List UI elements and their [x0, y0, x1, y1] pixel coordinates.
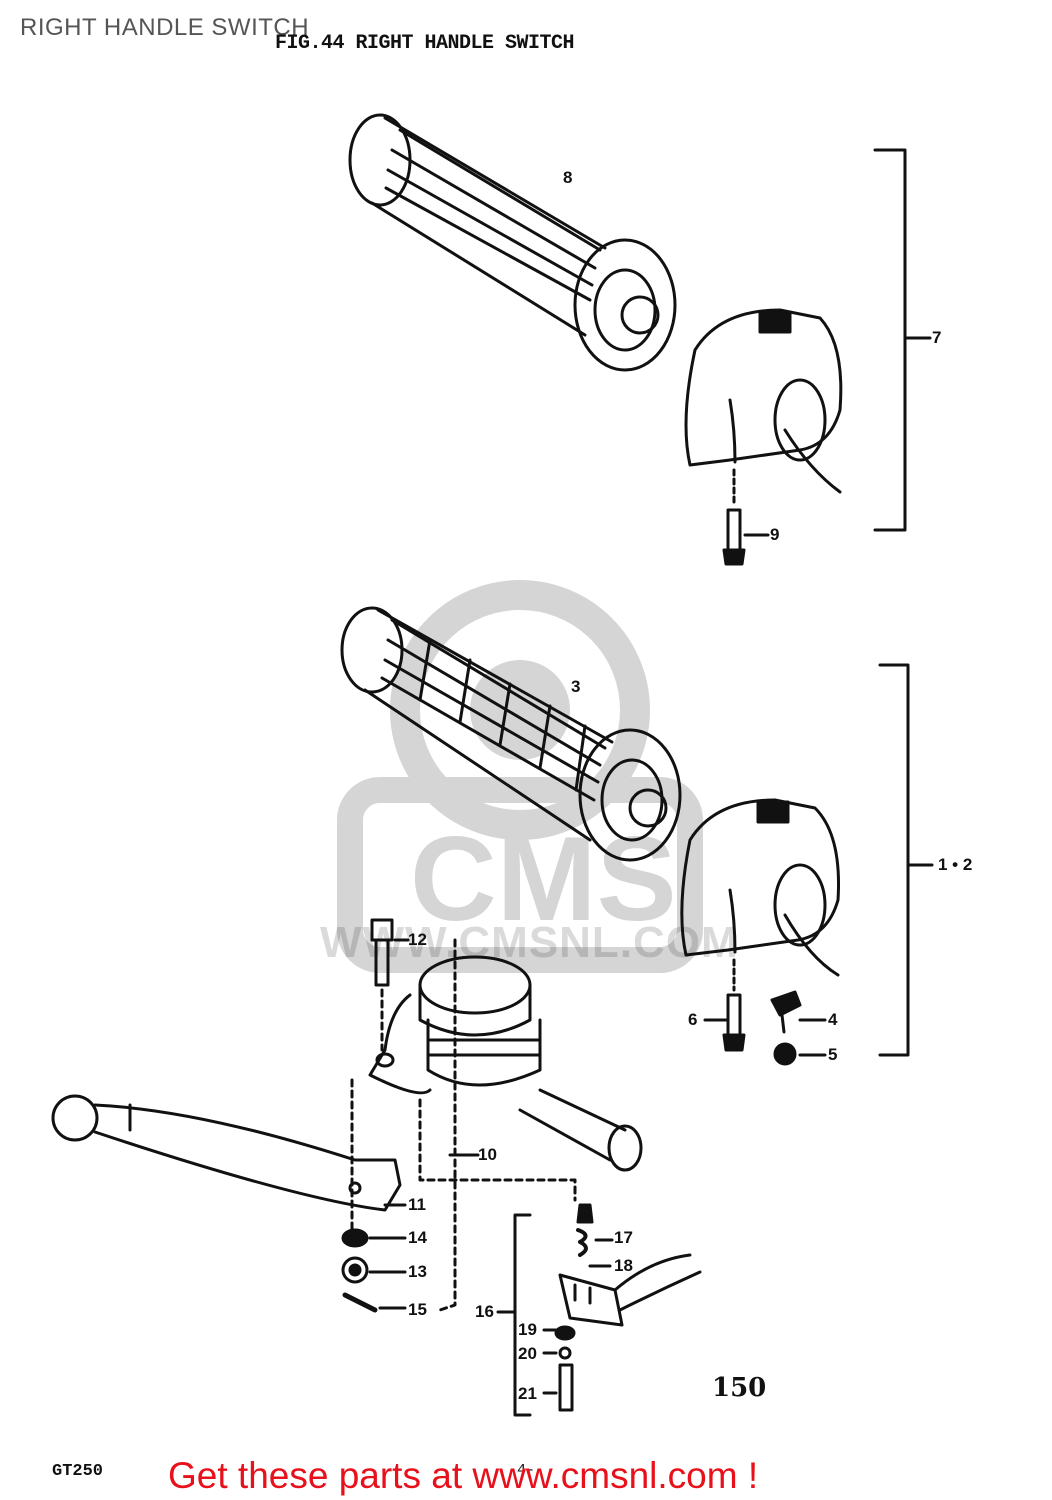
- figure-title: FIG.44 RIGHT HANDLE SWITCH: [275, 32, 575, 55]
- callout-9: 9: [770, 525, 780, 544]
- callout-20: 20: [518, 1344, 537, 1363]
- bolt-part-12: [370, 918, 410, 1052]
- callout-12: 12: [408, 930, 427, 949]
- screw-part-6: [703, 958, 746, 1052]
- callout-5: 5: [828, 1045, 838, 1064]
- screw-part-9: [722, 468, 770, 566]
- throttle-grip-part-3: [340, 606, 682, 862]
- callout-8: 8: [563, 168, 573, 187]
- callout-16: 16: [475, 1302, 494, 1321]
- page-title: RIGHT HANDLE SWITCH: [20, 14, 310, 41]
- nut-part-13: [341, 1256, 407, 1284]
- watermark-text: WWW.CMSNL.COM: [320, 918, 739, 967]
- callout-1-2: 1 • 2: [938, 855, 973, 874]
- washer-part-14: [341, 1228, 407, 1248]
- footer-parts-link[interactable]: Get these parts at www.cmsnl.com !: [168, 1455, 759, 1496]
- callout-21: 21: [518, 1384, 537, 1403]
- callout-19: 19: [518, 1320, 537, 1339]
- master-cylinder-part-10: [368, 938, 643, 1312]
- brake-lever-part-11: [51, 1078, 407, 1242]
- bracket-1-2: [878, 663, 934, 1057]
- callout-3: 3: [571, 677, 581, 696]
- switch-housing-part-1-2: [680, 798, 840, 977]
- callout-13: 13: [408, 1262, 427, 1281]
- callout-14: 14: [408, 1228, 427, 1247]
- page-number: 150: [712, 1373, 767, 1403]
- switch-housing-part-7: [684, 308, 843, 494]
- callout-11: 11: [408, 1195, 426, 1214]
- callout-15: 15: [408, 1300, 427, 1319]
- callout-10: 10: [478, 1145, 497, 1164]
- callout-6: 6: [688, 1010, 698, 1029]
- nut-part-5: [773, 1042, 827, 1066]
- model-code: GT250: [52, 1462, 104, 1481]
- callout-18: 18: [614, 1256, 633, 1275]
- callout-7: 7: [932, 328, 942, 347]
- callout-17: 17: [614, 1228, 633, 1247]
- throttle-grip-part-8: [348, 113, 677, 372]
- stop-switch-part-16: [496, 1203, 702, 1417]
- clip-part-4: [770, 990, 827, 1034]
- spring-part-15: [342, 1292, 407, 1313]
- sub-page-number: -4-: [508, 1462, 536, 1479]
- callout-4: 4: [828, 1010, 838, 1029]
- bracket-7: [873, 148, 932, 532]
